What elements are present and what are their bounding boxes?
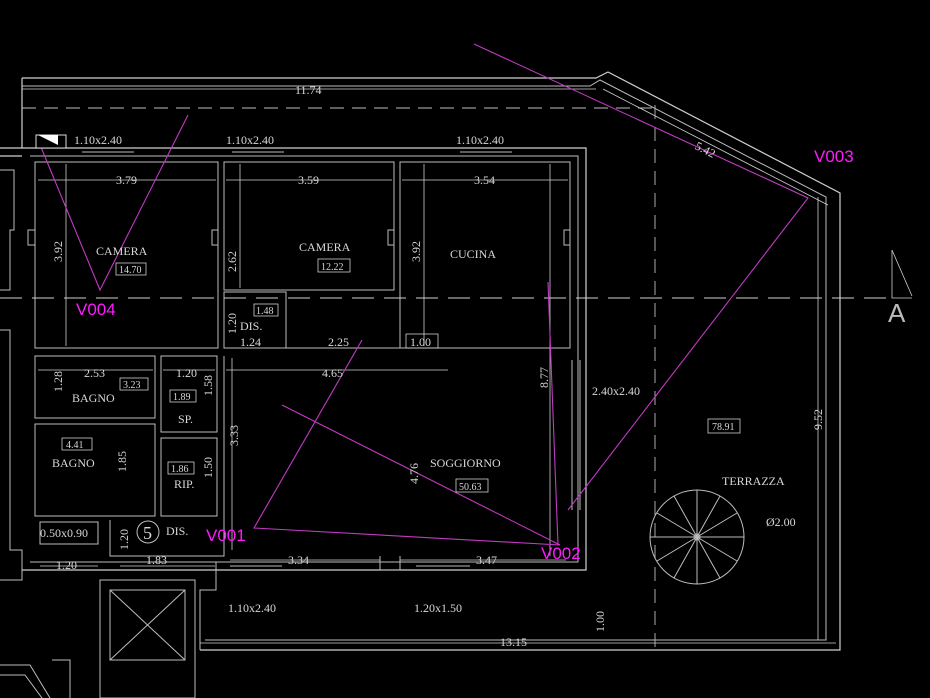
window-bottom-1: 1.10x2.40 [228, 601, 276, 615]
outer-walls [0, 71, 841, 651]
rip-label: RIP. [174, 477, 194, 491]
window-bottom-2: 1.20x1.50 [414, 601, 462, 615]
cucina-height: 3.92 [409, 241, 423, 262]
camera2-width: 3.59 [298, 173, 319, 187]
camera2-height: 2.62 [225, 251, 239, 272]
dim-height-mid: 8.77 [537, 367, 551, 388]
cucina-width: 3.54 [474, 173, 495, 187]
rip-area: 1.86 [171, 464, 189, 475]
bagno2-area: 4.41 [66, 440, 84, 451]
window-top-2: 1.10x2.40 [226, 133, 274, 147]
dis2-number: 5 [143, 523, 152, 543]
window-openings [82, 151, 512, 567]
camera1-area: 14.70 [119, 265, 142, 276]
camera2-label: CAMERA [299, 240, 351, 254]
dis1-area: 1.48 [256, 306, 274, 317]
bagno1-label: BAGNO [72, 391, 115, 405]
view-v001: V001 [206, 526, 246, 545]
camera1-height: 3.92 [51, 241, 65, 262]
dim-height-right: 9.52 [811, 409, 825, 430]
dimension-lines [22, 88, 836, 644]
section-axis [0, 105, 890, 650]
flag-fill-icon [38, 135, 58, 145]
window-left: 0.50x0.90 [40, 526, 88, 540]
section-arrow-a [891, 249, 913, 297]
dim-diagonal: 5.42 [693, 139, 718, 161]
dis2-width: 1.83 [146, 553, 167, 567]
soggiorno-label: SOGGIORNO [430, 456, 501, 470]
bagno1-width: 2.53 [84, 366, 105, 380]
soggiorno-width: 4.65 [322, 366, 343, 380]
camera-view-lines [35, 43, 809, 546]
cucina-label: CUCINA [450, 247, 496, 261]
section-label-a: A [888, 298, 906, 328]
dim-120: 1.20 [56, 558, 77, 572]
view-v003: V003 [814, 147, 854, 166]
soggiorno-height2: 3.33 [227, 425, 241, 446]
section-marker-a [891, 250, 912, 299]
terrazza-label: TERRAZZA [722, 474, 785, 488]
terrazza-area: 78.91 [712, 422, 735, 433]
view-v002: V002 [541, 544, 581, 563]
dim-334: 3.34 [288, 553, 309, 567]
window-top-3: 1.10x2.40 [456, 133, 504, 147]
sp-height: 1.58 [201, 375, 215, 396]
window-top-1: 1.10x2.40 [74, 133, 122, 147]
stair-diameter: Ø2.00 [766, 515, 796, 529]
dim-width-bottom: 13.15 [500, 635, 527, 649]
dim-100: 1.00 [410, 335, 431, 349]
rip-height: 1.50 [201, 457, 215, 478]
sp-label: SP. [178, 412, 193, 426]
dim-width-top: 11.74 [295, 83, 322, 97]
bagno2-height: 1.85 [115, 451, 129, 472]
dis2-height: 1.20 [117, 529, 131, 550]
sp-area: 1.89 [173, 392, 191, 403]
dim-225: 2.25 [328, 335, 349, 349]
camera2-area: 12.22 [321, 262, 344, 273]
dim-347: 3.47 [476, 553, 497, 567]
view-v004: V004 [76, 300, 116, 319]
camera1-label: CAMERA [96, 244, 148, 258]
bagno1-area: 3.23 [123, 380, 141, 391]
window-right: 2.40x2.40 [592, 384, 640, 398]
spiral-stair [649, 489, 745, 585]
bagno2-label: BAGNO [52, 456, 95, 470]
camera1-width: 3.79 [116, 173, 137, 187]
sp-width: 1.20 [176, 366, 197, 380]
dis1-height: 1.20 [225, 313, 239, 334]
bagno1-height: 1.28 [51, 371, 65, 392]
dis1-label: DIS. [240, 319, 262, 333]
dim-bottom-offset: 1.00 [593, 611, 607, 632]
soggiorno-area: 50.63 [459, 482, 482, 493]
interior-walls [27, 161, 581, 650]
adjacent-structure [0, 169, 196, 698]
dis1-width: 1.24 [240, 335, 261, 349]
soggiorno-height: 4.76 [407, 463, 421, 484]
dis2-label: DIS. [166, 524, 188, 538]
